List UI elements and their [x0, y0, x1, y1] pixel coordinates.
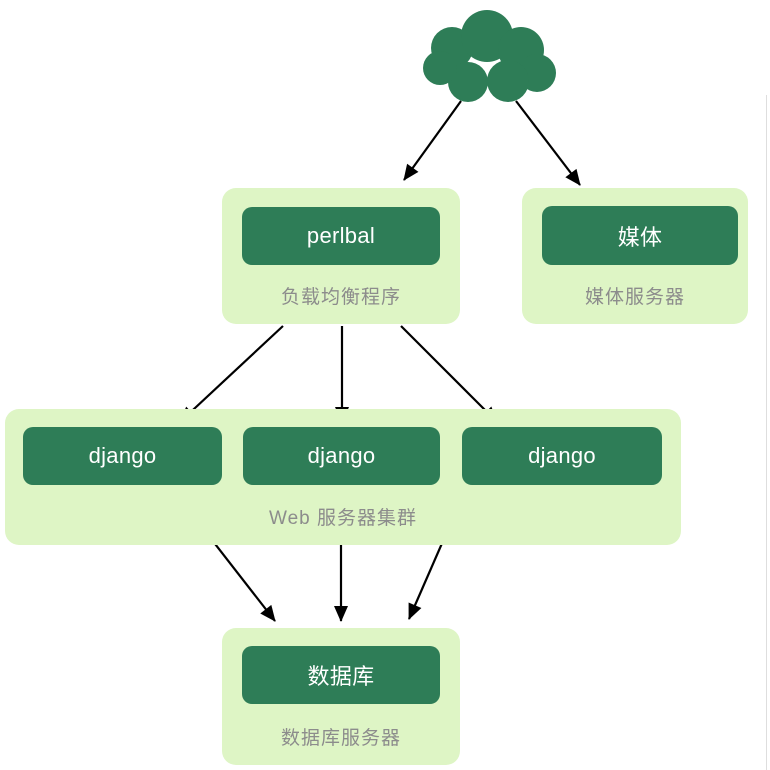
node-django-3: django — [462, 427, 662, 485]
edge-cloud-media — [515, 100, 581, 186]
group-web-cluster: django django django Web 服务器集群 — [5, 409, 681, 545]
caption-media-server: 媒体服务器 — [584, 287, 685, 308]
edge-perlbal-django3 — [400, 325, 498, 423]
group-database-server: 数据库 数据库服务器 — [222, 628, 460, 765]
node-database: 数据库 — [242, 646, 440, 704]
group-media-server: 媒体 媒体服务器 — [522, 188, 748, 324]
node-django-1: django — [23, 427, 222, 485]
caption-web-cluster: Web 服务器集群 — [268, 508, 417, 529]
cloud-icon — [423, 10, 556, 102]
node-perlbal: perlbal — [242, 207, 440, 265]
caption-load-balancer: 负载均衡程序 — [280, 287, 401, 308]
node-media: 媒体 — [542, 206, 738, 265]
group-load-balancer: perlbal 负载均衡程序 — [222, 188, 460, 324]
node-django-2: django — [243, 427, 440, 485]
edge-perlbal-django1 — [179, 325, 284, 423]
page-edge-divider — [766, 95, 767, 770]
edge-cloud-perlbal — [403, 100, 462, 181]
caption-database-server: 数据库服务器 — [280, 728, 401, 749]
